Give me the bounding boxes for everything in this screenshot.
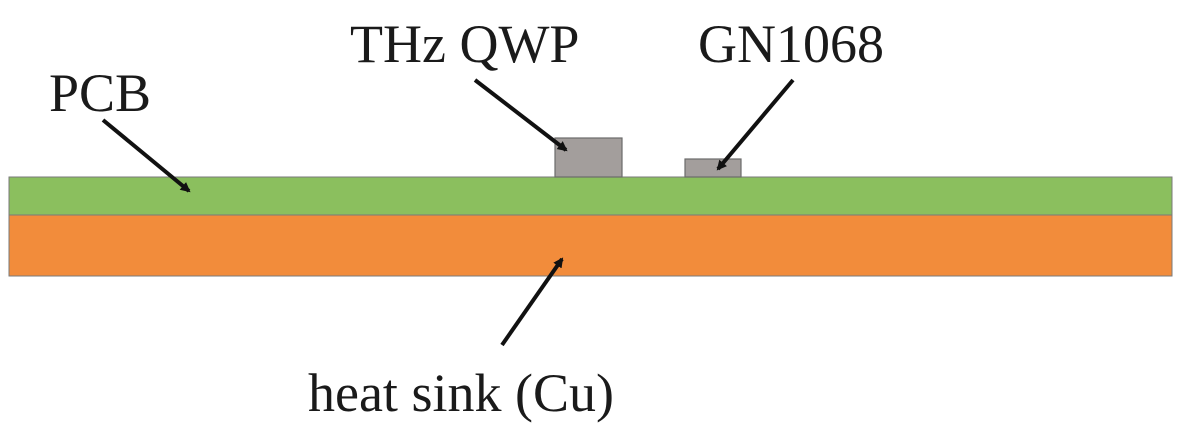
- gn1068-label: GN1068: [698, 14, 884, 74]
- heat-sink-label: heat sink (Cu): [308, 363, 614, 423]
- thz-qwp-component: [554, 137, 623, 178]
- thz-qwp-arrow: [473, 78, 568, 152]
- pcb-layer: [8, 176, 1173, 216]
- pcb-label: PCB: [49, 63, 152, 123]
- heat-sink-arrow: [500, 257, 564, 347]
- heat-sink-layer: [8, 214, 1173, 277]
- gn1068-arrow: [716, 78, 795, 171]
- gn1068-component: [684, 158, 742, 178]
- thz-qwp-label: THz QWP: [350, 14, 580, 74]
- pcb-arrow: [101, 118, 191, 193]
